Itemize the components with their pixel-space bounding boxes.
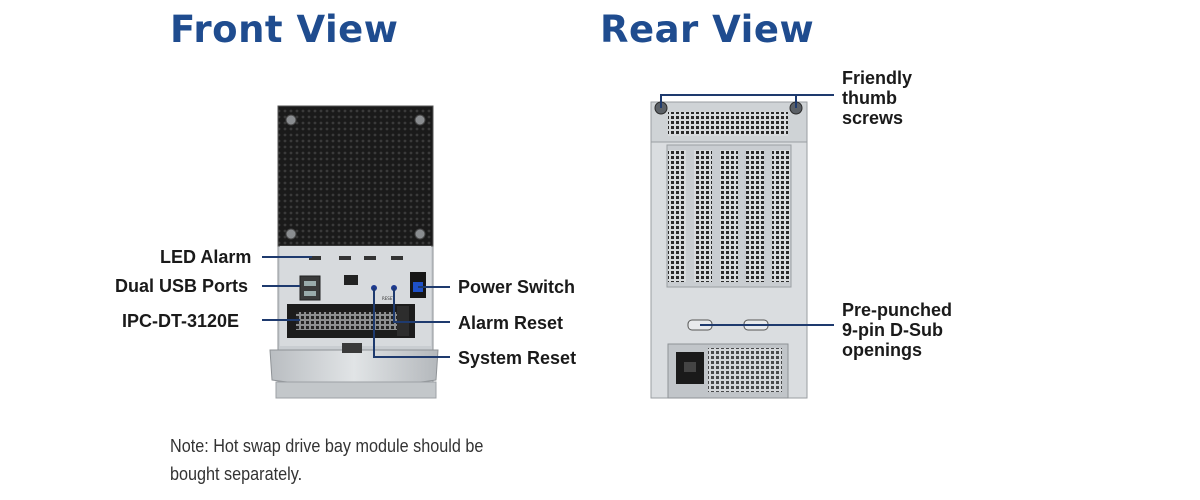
rear-chassis	[650, 101, 808, 399]
led-indicator	[339, 256, 351, 260]
model-label: IPC-DT-3120E	[122, 311, 240, 331]
system-reset-label: System Reset	[458, 348, 577, 368]
dual-usb-label: Dual USB Ports	[115, 276, 249, 296]
rear-top-vents	[668, 112, 788, 136]
rear-view-title: Rear View	[600, 8, 815, 51]
front-view-title: Front View	[170, 8, 399, 51]
led-indicator	[364, 256, 376, 260]
screw-icon	[285, 114, 297, 126]
led-indicator	[309, 256, 321, 260]
purchase-note: Note: Hot swap drive bay module should b…	[170, 436, 484, 484]
indicator-window	[344, 275, 358, 285]
thumb-screws-label: Friendly thumb screws	[842, 68, 913, 128]
power-switch-label: Power Switch	[458, 277, 576, 297]
led-alarm-label: LED Alarm	[160, 247, 252, 267]
expansion-slot	[694, 150, 712, 282]
reset-tiny-text: RESET	[382, 296, 395, 301]
led-indicator	[391, 256, 403, 260]
callout-lines	[262, 94, 834, 358]
expansion-slot	[746, 150, 764, 282]
expansion-slot	[772, 150, 790, 282]
expansion-slot	[720, 150, 738, 282]
screw-icon	[285, 228, 297, 240]
screw-icon	[414, 228, 426, 240]
front-fan-grille	[277, 105, 434, 247]
screw-icon	[414, 114, 426, 126]
dsub-label: Pre-punched 9-pin D-Sub openings	[842, 300, 953, 360]
usb-port	[299, 275, 321, 301]
front-chassis: RESET	[269, 105, 439, 399]
alarm-reset-label: Alarm Reset	[458, 313, 564, 333]
front-base-tray	[269, 349, 439, 387]
expansion-slot	[668, 150, 686, 282]
